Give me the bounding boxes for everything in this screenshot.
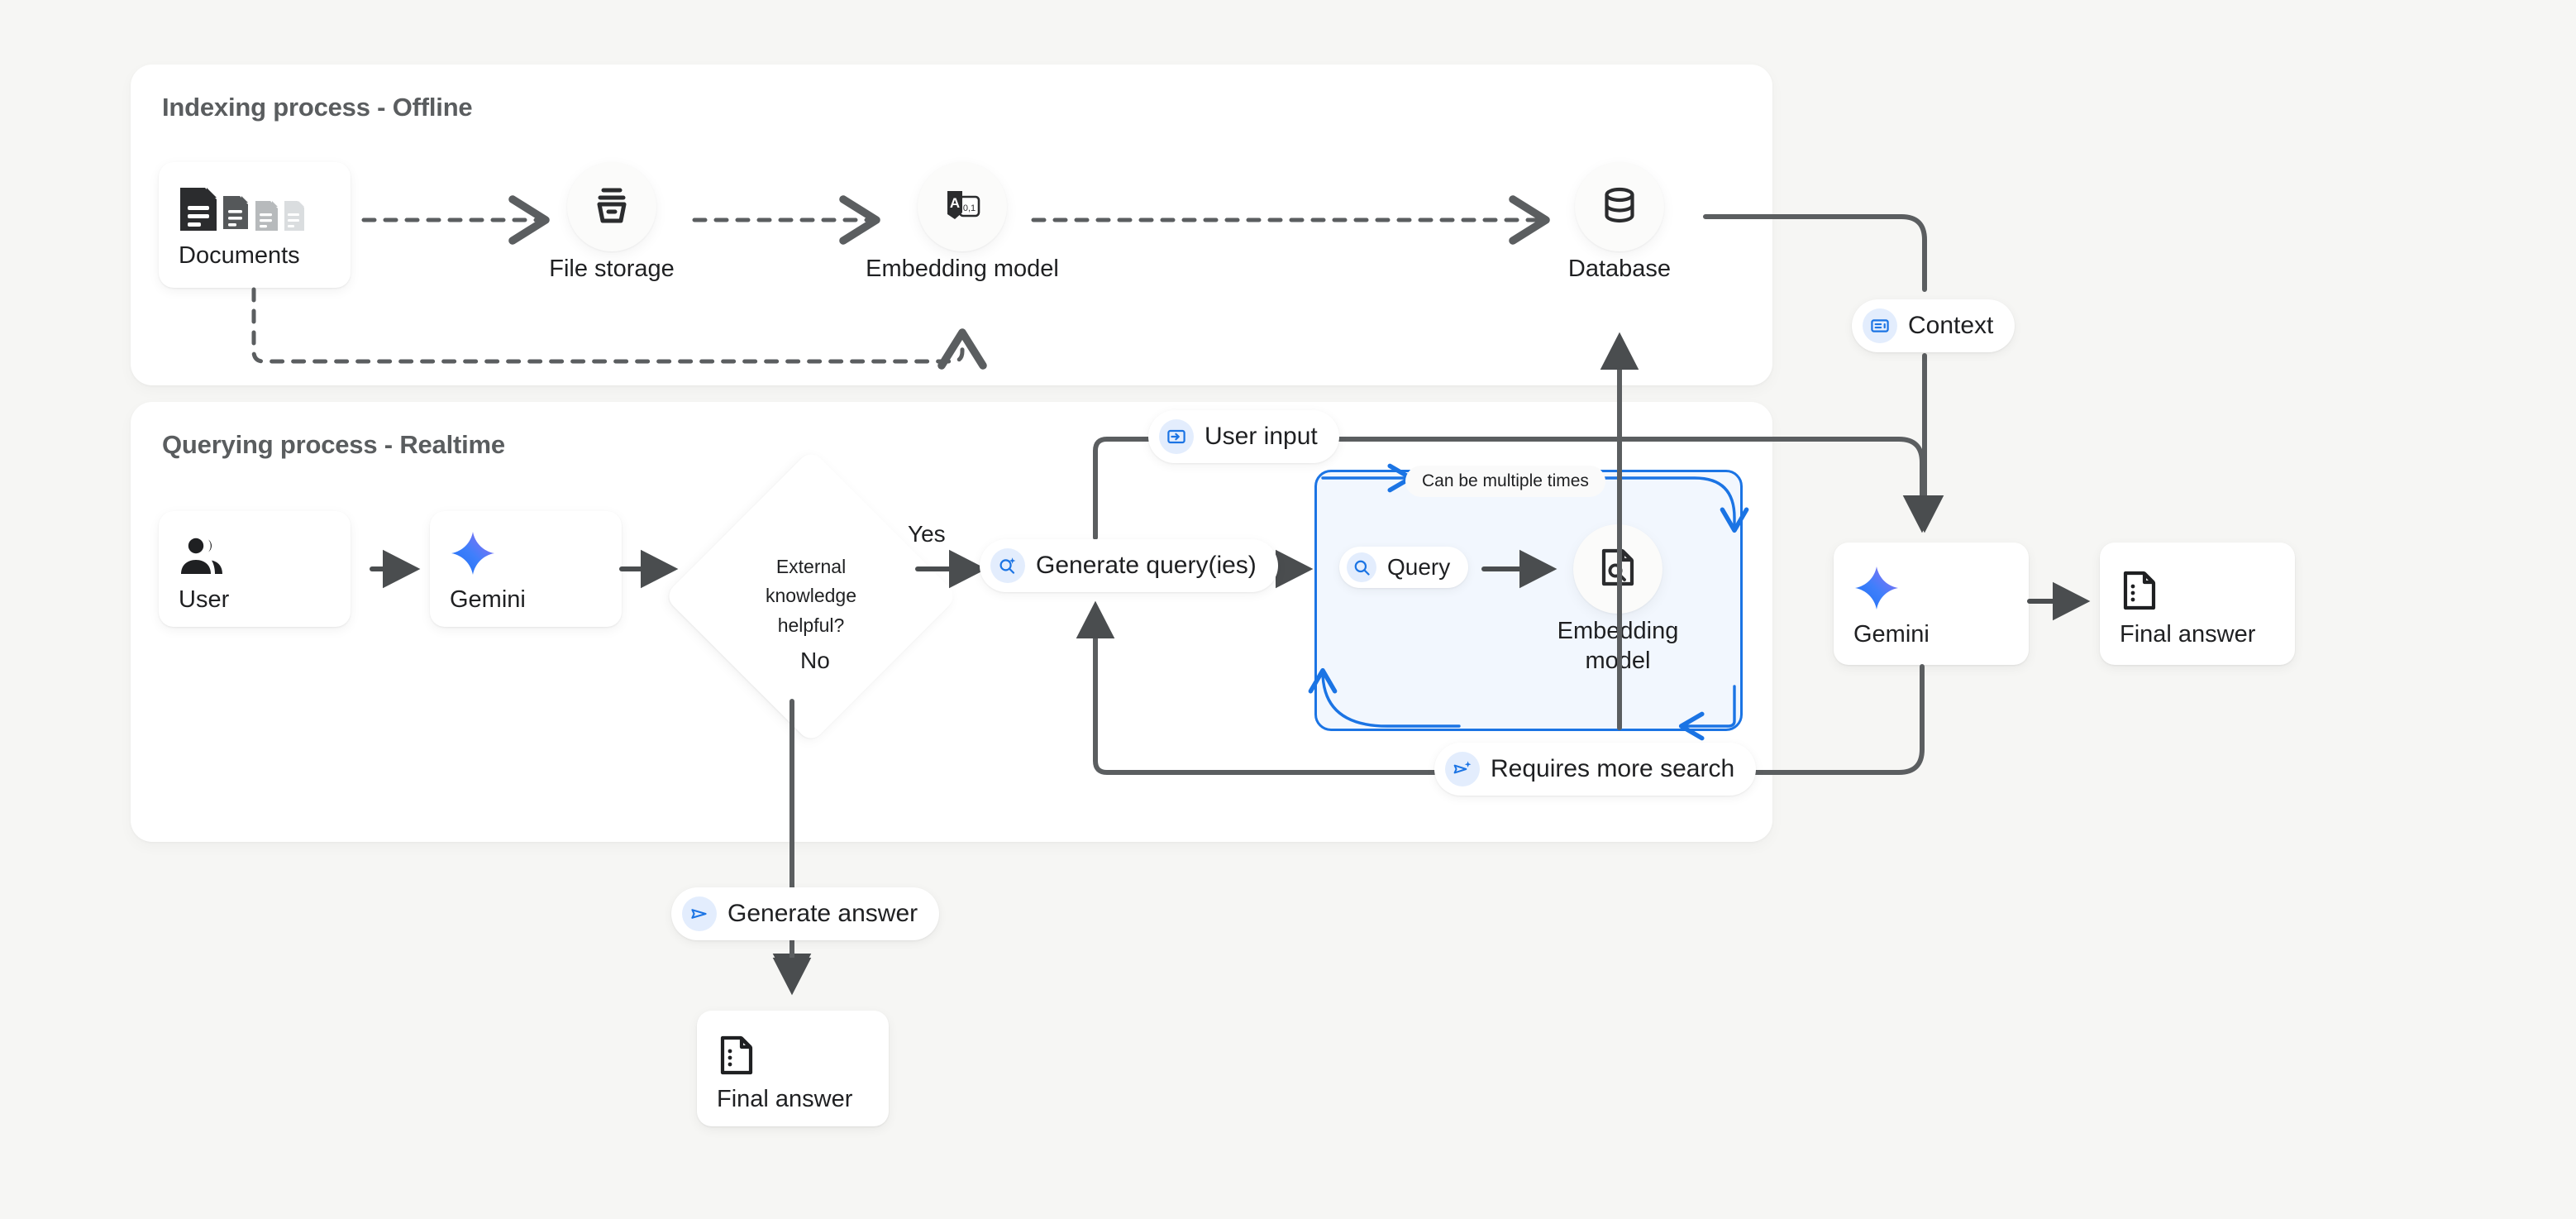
database-label: Database xyxy=(1567,256,1672,283)
decision-line-2: knowledge xyxy=(766,585,856,607)
translate-embedding-icon: 0,1 A xyxy=(940,183,985,232)
user-group-icon xyxy=(179,525,351,576)
pill-context[interactable]: Context xyxy=(1852,299,2015,352)
final-answer-right-label: Final answer xyxy=(2120,620,2256,648)
pill-generate-answer-label: Generate answer xyxy=(727,900,918,927)
pill-context-label: Context xyxy=(1908,312,1994,339)
branch-label-no: No xyxy=(800,648,830,673)
node-final-answer-right[interactable]: Final answer xyxy=(2100,543,2295,665)
pill-query[interactable]: Query xyxy=(1339,547,1469,588)
svg-text:0,1: 0,1 xyxy=(963,203,976,213)
gemini-sparkle-icon xyxy=(1853,560,2029,611)
gemini-right-label: Gemini xyxy=(1853,620,1930,648)
branch-label-yes: Yes xyxy=(908,521,946,547)
svg-text:A: A xyxy=(950,195,960,211)
retrieval-loop-container xyxy=(1314,470,1743,731)
panel-querying-title: Querying process - Realtime xyxy=(162,430,505,459)
label-can-be-multiple-times: Can be multiple times xyxy=(1405,466,1605,497)
document-search-icon xyxy=(1597,547,1639,592)
user-label: User xyxy=(179,586,230,613)
node-embedding-model-indexing[interactable]: 0,1 A Embedding model xyxy=(866,162,1059,282)
database-icon xyxy=(1598,184,1641,231)
gemini-sparkle-icon xyxy=(450,525,622,576)
pill-user-input[interactable]: User input xyxy=(1148,410,1339,463)
pill-requires-more-search[interactable]: Requires more search xyxy=(1434,743,1757,796)
search-sparkle-icon xyxy=(990,548,1025,583)
pill-generate-queries[interactable]: Generate query(ies) xyxy=(980,539,1278,592)
node-database[interactable]: Database xyxy=(1568,162,1671,282)
documents-label: Documents xyxy=(179,241,300,269)
decision-line-1: External xyxy=(775,555,847,577)
answer-doc-icon xyxy=(717,1025,889,1076)
gemini-left-label: Gemini xyxy=(450,586,526,613)
send-icon xyxy=(682,896,717,931)
embedding-model-query-label: Embedding model xyxy=(1558,617,1679,676)
node-user[interactable]: User xyxy=(159,511,351,627)
node-file-storage[interactable]: File storage xyxy=(549,162,675,282)
send-sparkle-icon xyxy=(1445,752,1480,786)
documents-icon xyxy=(179,181,351,232)
panel-indexing-title: Indexing process - Offline xyxy=(162,93,473,122)
file-storage-label: File storage xyxy=(549,256,675,283)
node-documents[interactable]: Documents xyxy=(159,162,351,288)
pill-generate-answer[interactable]: Generate answer xyxy=(671,887,940,940)
pill-query-label: Query xyxy=(1387,554,1451,580)
node-gemini-right[interactable]: Gemini xyxy=(1834,543,2029,665)
search-icon xyxy=(1347,552,1376,582)
pill-generate-queries-label: Generate query(ies) xyxy=(1036,552,1257,579)
node-final-answer-bottom[interactable]: Final answer xyxy=(697,1011,889,1126)
login-arrow-icon xyxy=(1159,419,1194,454)
node-gemini-left[interactable]: Gemini xyxy=(430,511,622,627)
final-answer-bottom-label: Final answer xyxy=(717,1085,853,1112)
embedding-model-query-line2: model xyxy=(1585,647,1651,674)
context-panel-icon xyxy=(1863,308,1897,343)
embedding-model-indexing-label: Embedding model xyxy=(866,256,1059,283)
node-decision-external-knowledge[interactable]: External knowledge helpful? xyxy=(663,448,959,744)
node-embedding-model-query[interactable]: Embedding model xyxy=(1558,524,1678,674)
pill-requires-more-search-label: Requires more search xyxy=(1491,755,1735,782)
file-storage-icon xyxy=(590,184,633,231)
pill-user-input-label: User input xyxy=(1205,423,1318,450)
embedding-model-query-line1: Embedding xyxy=(1557,618,1679,645)
decision-line-3: helpful? xyxy=(777,614,845,636)
answer-doc-icon xyxy=(2120,560,2295,611)
decision-text: External knowledge helpful? xyxy=(707,492,915,700)
